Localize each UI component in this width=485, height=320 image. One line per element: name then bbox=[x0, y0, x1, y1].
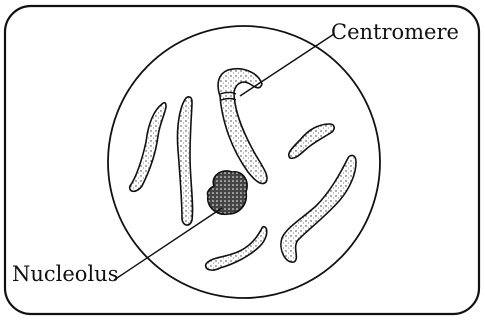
centromere-leader-line bbox=[240, 34, 334, 96]
nucleolus-leader-line bbox=[114, 208, 222, 280]
chromosome-right-small bbox=[289, 124, 334, 158]
chromosome-centromere bbox=[218, 69, 267, 184]
centromere-label: Centromere bbox=[331, 22, 459, 43]
chromosome-left bbox=[130, 103, 166, 192]
chromosome-left-center bbox=[177, 97, 192, 225]
nucleolus bbox=[207, 171, 247, 214]
chromosome-right-long bbox=[281, 155, 356, 262]
nucleolus-label: Nucleolus bbox=[12, 264, 118, 285]
chromosome-bottom bbox=[206, 227, 267, 271]
